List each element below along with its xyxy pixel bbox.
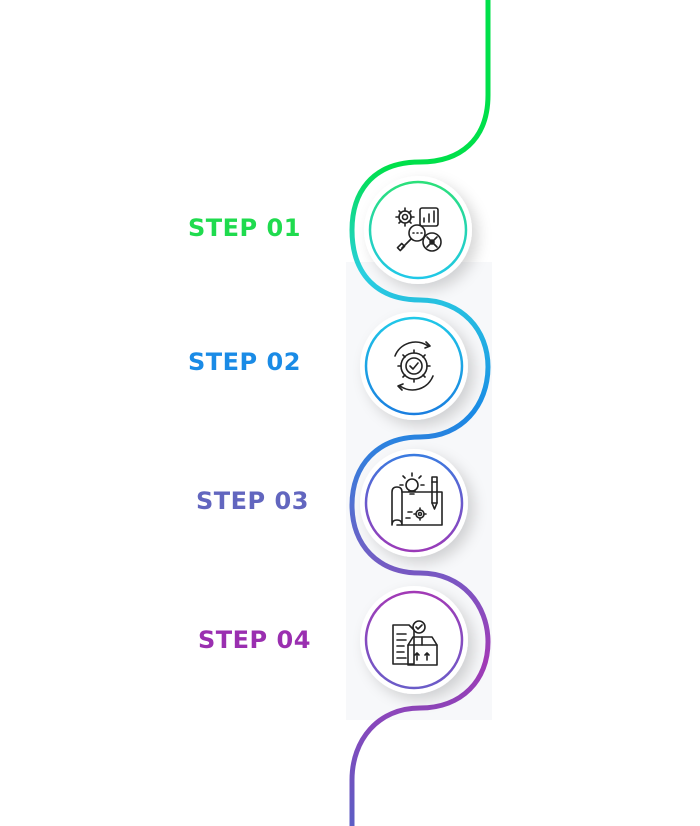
step-02-ring <box>364 316 464 416</box>
step-04-label: STEP 04 <box>198 626 311 654</box>
step-02-node <box>360 312 468 420</box>
gear-check-cycle-icon <box>394 341 434 391</box>
document-box-checklist-icon <box>392 620 438 666</box>
step-03-ring <box>364 453 464 553</box>
step-04-node <box>360 586 468 694</box>
step-01-label: STEP 01 <box>188 214 301 242</box>
timeline-path <box>349 0 491 826</box>
step-03-node <box>360 449 468 557</box>
blueprint-lightbulb-pencil-icon <box>391 472 443 526</box>
analytics-magnifier-gears-icon <box>395 207 442 252</box>
step-01-node <box>364 176 472 284</box>
step-03-label: STEP 03 <box>196 487 309 515</box>
step-02-label: STEP 02 <box>188 348 301 376</box>
step-01-ring <box>368 180 468 280</box>
